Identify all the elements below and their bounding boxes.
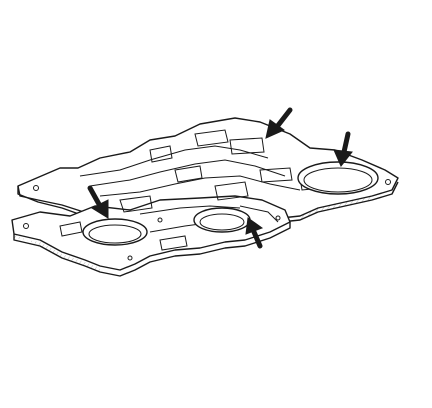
callout-arrows: [87, 107, 353, 249]
arrow-lower-left: [87, 185, 109, 219]
lower-plate-bore-left: [82, 218, 148, 246]
arrow-lower-center: [245, 217, 264, 249]
upper-plate-bore: [297, 161, 379, 195]
arrow-upper-right: [333, 131, 353, 167]
arrow-upper-center: [265, 107, 293, 139]
lower-plate-bore-center: [193, 207, 251, 233]
edge-shading: [14, 196, 372, 272]
